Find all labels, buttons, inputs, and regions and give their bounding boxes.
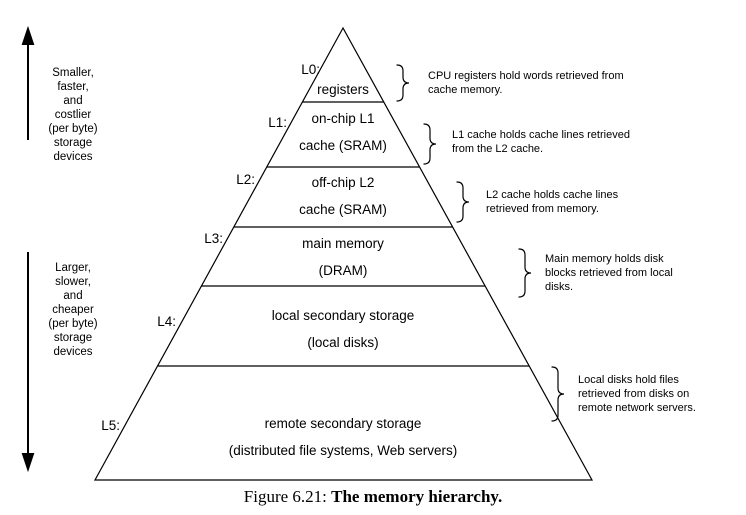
down-arrow-icon <box>21 453 35 473</box>
level-label-l5: L5: <box>101 418 120 433</box>
level-label-l1: L1: <box>268 115 287 130</box>
annotation-registers: CPU registers hold words retrieved from … <box>428 70 624 96</box>
smaller-faster-costlier-label: Smaller, faster, and costlier (per byte)… <box>48 67 98 163</box>
level-label-l0: L0: <box>301 62 320 77</box>
brace-icon-2 <box>456 181 470 223</box>
level-label-l4: L4: <box>157 314 176 329</box>
brace-icon-1 <box>423 123 437 165</box>
brace-icon-3 <box>518 248 532 298</box>
level-text-l4: local secondary storage (local disks) <box>272 302 415 356</box>
level-name: local secondary storage <box>271 308 415 323</box>
level-detail: (distributed file systems, Web servers) <box>228 443 458 458</box>
level-name: registers <box>317 82 369 97</box>
level-text-l0: registers <box>317 76 369 103</box>
level-name: on-chip L1 <box>311 111 375 126</box>
caption-figure-number: Figure 6.21: <box>243 487 332 506</box>
annotation-local-disks: Local disks hold files retrieved from di… <box>578 374 696 414</box>
level-text-l2: off-chip L2 cache (SRAM) <box>299 169 387 223</box>
level-label-l2: L2: <box>236 172 255 187</box>
level-text-l3: main memory (DRAM) <box>302 230 384 284</box>
level-name: off-chip L2 <box>311 175 375 190</box>
level-text-l1: on-chip L1 cache (SRAM) <box>299 105 387 159</box>
annotation-l1-cache: L1 cache holds cache lines retrieved fro… <box>452 129 630 155</box>
level-detail: cache (SRAM) <box>299 138 387 153</box>
annotation-l2-cache: L2 cache holds cache lines retrieved fro… <box>486 189 619 215</box>
level-name: remote secondary storage <box>264 416 422 431</box>
level-detail: (local disks) <box>307 335 379 350</box>
level-label-l3: L3: <box>204 231 223 246</box>
level-name: main memory <box>302 236 384 251</box>
level-detail: cache (SRAM) <box>299 202 387 217</box>
figure-caption: Figure 6.21: The memory hierarchy. <box>0 487 746 507</box>
level-text-l5: remote secondary storage (distributed fi… <box>229 410 458 464</box>
pyramid-outline <box>93 26 594 481</box>
brace-icon-4 <box>551 366 565 422</box>
caption-title: The memory hierarchy. <box>331 487 503 506</box>
level-detail: (DRAM) <box>318 263 368 278</box>
annotation-main-memory: Main memory holds disk blocks retrieved … <box>545 253 673 293</box>
brace-icon-0 <box>396 64 410 102</box>
larger-slower-cheaper-label: Larger, slower, and cheaper (per byte) s… <box>48 262 98 358</box>
up-arrow-icon <box>21 25 35 45</box>
